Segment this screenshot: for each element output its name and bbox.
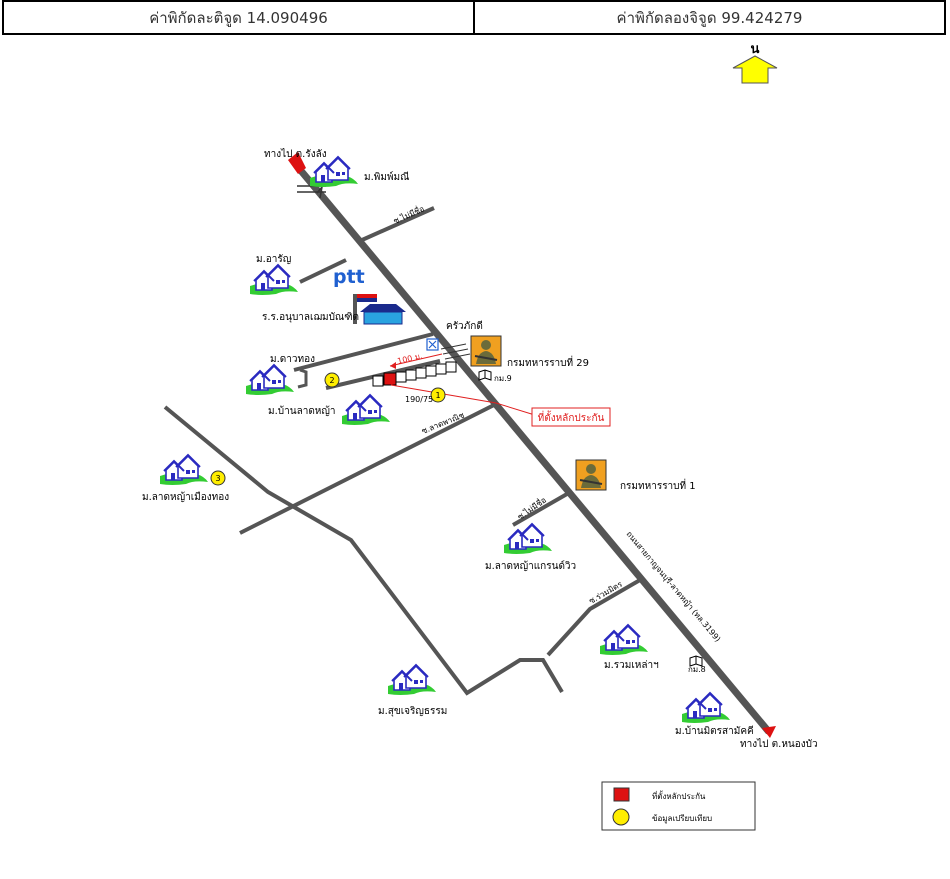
secondary-roads — [163, 206, 642, 696]
road-lad-ya — [325, 359, 441, 390]
survey-point-3: 3 — [210, 470, 226, 486]
north-arrow: น — [732, 42, 778, 84]
label-main-highway: ถนนสายกาญจนบุรี-ลาดหญ้า (ทล.3199) — [624, 530, 722, 644]
house-icon-suk-charoen-tham — [387, 664, 437, 696]
house-icon-ban-lad-ya — [341, 394, 391, 426]
longitude-label: ค่าพิกัดลองจิจูด 99.424279 — [473, 2, 944, 33]
label-krua-phak-dee: ครัวภักดี — [446, 320, 483, 332]
restaurant-icon — [426, 338, 439, 351]
road-lad-ya-phanit — [239, 402, 497, 535]
label-house-number: 190/75 — [405, 395, 433, 404]
survey-point-1: 1 — [430, 387, 446, 403]
label-km8: กม.8 — [688, 665, 706, 674]
survey-point-2-label: 2 — [329, 376, 334, 385]
house-icon-phim-manee — [309, 156, 359, 188]
label-to-nong-bua: ทางไป ต.หนองบัว — [740, 738, 818, 750]
label-moo-phim-manee: ม.พิมพ์มณี — [364, 171, 409, 183]
label-road-mai-mi-chue-1: ซ.ไม่มีชื่อ — [391, 202, 426, 225]
legend-site-label: ที่ตั้งหลักประกัน — [652, 790, 706, 801]
legend: ที่ตั้งหลักประกัน ข้อมูลเปรียบเทียบ — [601, 781, 756, 831]
km9-marker-icon — [478, 369, 492, 381]
label-regiment-29: กรมทหารราบที่ 29 — [507, 355, 589, 369]
coordinates-header: ค่าพิกัดละติจูด 14.090496 ค่าพิกัดลองจิจ… — [2, 0, 946, 35]
house-icon-ruam-thahan — [599, 624, 649, 656]
school-icon — [353, 294, 406, 325]
label-regiment-1: กรมทหารราบที่ 1 — [620, 478, 696, 492]
label-kindergarten: ร.ร.อนุบาลเฌมบัณฑิต — [262, 312, 359, 323]
survey-point-1-label: 1 — [435, 391, 440, 400]
label-moo-lad-ya-green-view: ม.ลาดหญ้าแกรนด์วิว — [485, 560, 576, 572]
distance-indicator — [389, 353, 443, 369]
label-distance: 100 ม. — [396, 351, 423, 366]
house-icon-dao-thong — [245, 364, 295, 396]
label-to-rang-lang: ทางไป ต.รังลัง — [264, 148, 327, 160]
survey-point-2: 2 — [324, 372, 340, 388]
label-moo-ban-lad-ya: ม.บ้านลาดหญ้า — [268, 405, 336, 417]
main-highway — [294, 163, 772, 735]
callout-box — [531, 407, 611, 427]
label-km9: กม.9 — [494, 374, 512, 383]
label-moo-ruam-thahan: ม.รวมเหล่าฯ — [604, 660, 659, 671]
latitude-label: ค่าพิกัดละติจูด 14.090496 — [149, 8, 328, 27]
legend-survey-swatch — [612, 808, 630, 826]
collateral-site-marker — [383, 372, 397, 386]
soldier-icon-1 — [575, 459, 607, 491]
road-ruam-mit — [546, 578, 642, 657]
label-moo-suk-charoen-tham: ม.สุขเจริญธรรม — [378, 706, 447, 717]
house-icon-ban-mit-samakkhi — [681, 692, 731, 724]
legend-site-swatch — [613, 787, 630, 802]
house-icon-aroon — [249, 264, 299, 296]
north-label: น — [751, 42, 760, 57]
house-icon-lad-ya-green-view — [503, 523, 553, 555]
ptt-logo: ptt — [333, 266, 365, 288]
callout-line — [390, 384, 539, 417]
label-moo-ban-mit-samakkhi: ม.บ้านมิตรสามัคคี — [675, 725, 754, 737]
road-mai-mi-chue-north — [361, 206, 435, 242]
south-end-marker — [762, 726, 776, 738]
north-end-marker — [288, 152, 306, 174]
legend-survey-label: ข้อมูลเปรียบเทียบ — [652, 814, 712, 824]
label-moo-dao-thong: ม.ดาวทอง — [270, 354, 315, 365]
road-mai-mi-chue-south — [512, 492, 568, 527]
label-moo-aroon: ม.อารัญ — [256, 254, 291, 265]
road-dao-thong — [293, 332, 434, 372]
soldier-icon-29 — [470, 335, 502, 367]
survey-point-3-label: 3 — [215, 474, 220, 483]
road-suk-charoen — [163, 405, 564, 696]
road-aroon — [299, 258, 347, 284]
lot-row — [372, 361, 457, 387]
label-moo-lad-ya-mueang-thong: ม.ลาดหญ้าเมืองทอง — [142, 491, 229, 503]
label-site-callout: ที่ตั้งหลักประกัน — [538, 410, 605, 424]
house-icon-lad-ya-mueang-thong — [159, 454, 209, 486]
